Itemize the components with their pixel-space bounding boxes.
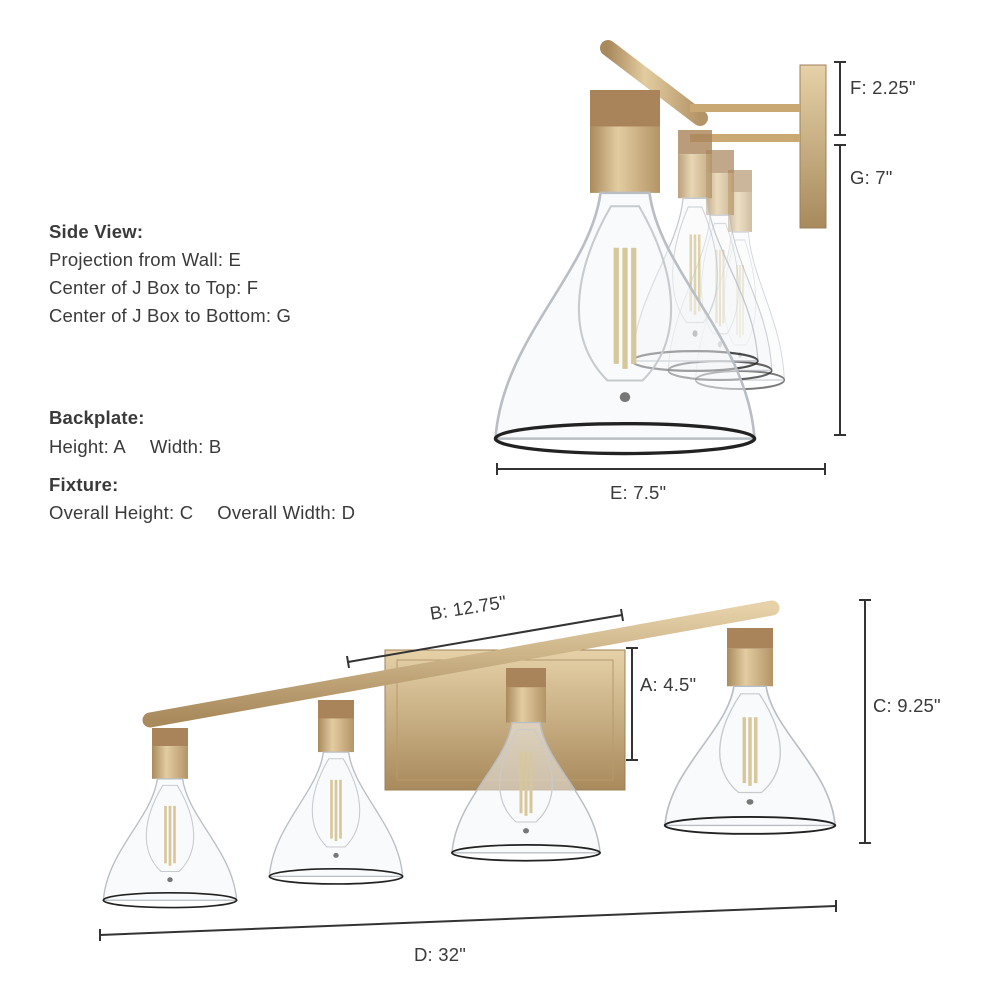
jbox-bottom-label: Center of J Box to Bottom: G — [49, 305, 292, 326]
side-view-fixture — [496, 40, 827, 454]
dim-e-label: E: 7.5" — [610, 482, 667, 503]
dim-g-label: G: 7" — [850, 167, 893, 188]
jbox-top-label: Center of J Box to Top: F — [49, 277, 259, 298]
dimension-lines — [99, 61, 871, 941]
fixture-height: Overall Height: C — [49, 502, 194, 523]
dim-c-label: C: 9.25" — [873, 695, 941, 716]
side-view-title: Side View: — [49, 221, 144, 242]
dim-d-label: D: 32" — [414, 944, 466, 965]
projection-label: Projection from Wall: E — [49, 249, 242, 270]
dim-a-label: A: 4.5" — [640, 674, 697, 695]
backplate-dims: Height: A Width: B — [49, 436, 221, 458]
fixture-width: Overall Width: D — [217, 502, 356, 523]
backplate-width: Width: B — [149, 436, 222, 457]
fixture-dims: Overall Height: C Overall Width: D — [49, 502, 355, 524]
dim-f-label: F: 2.25" — [850, 77, 916, 98]
backplate-height: Height: A — [49, 436, 126, 457]
fixture-title: Fixture: — [49, 474, 119, 495]
front-view-fixture — [102, 600, 837, 909]
backplate-title: Backplate: — [49, 407, 145, 428]
